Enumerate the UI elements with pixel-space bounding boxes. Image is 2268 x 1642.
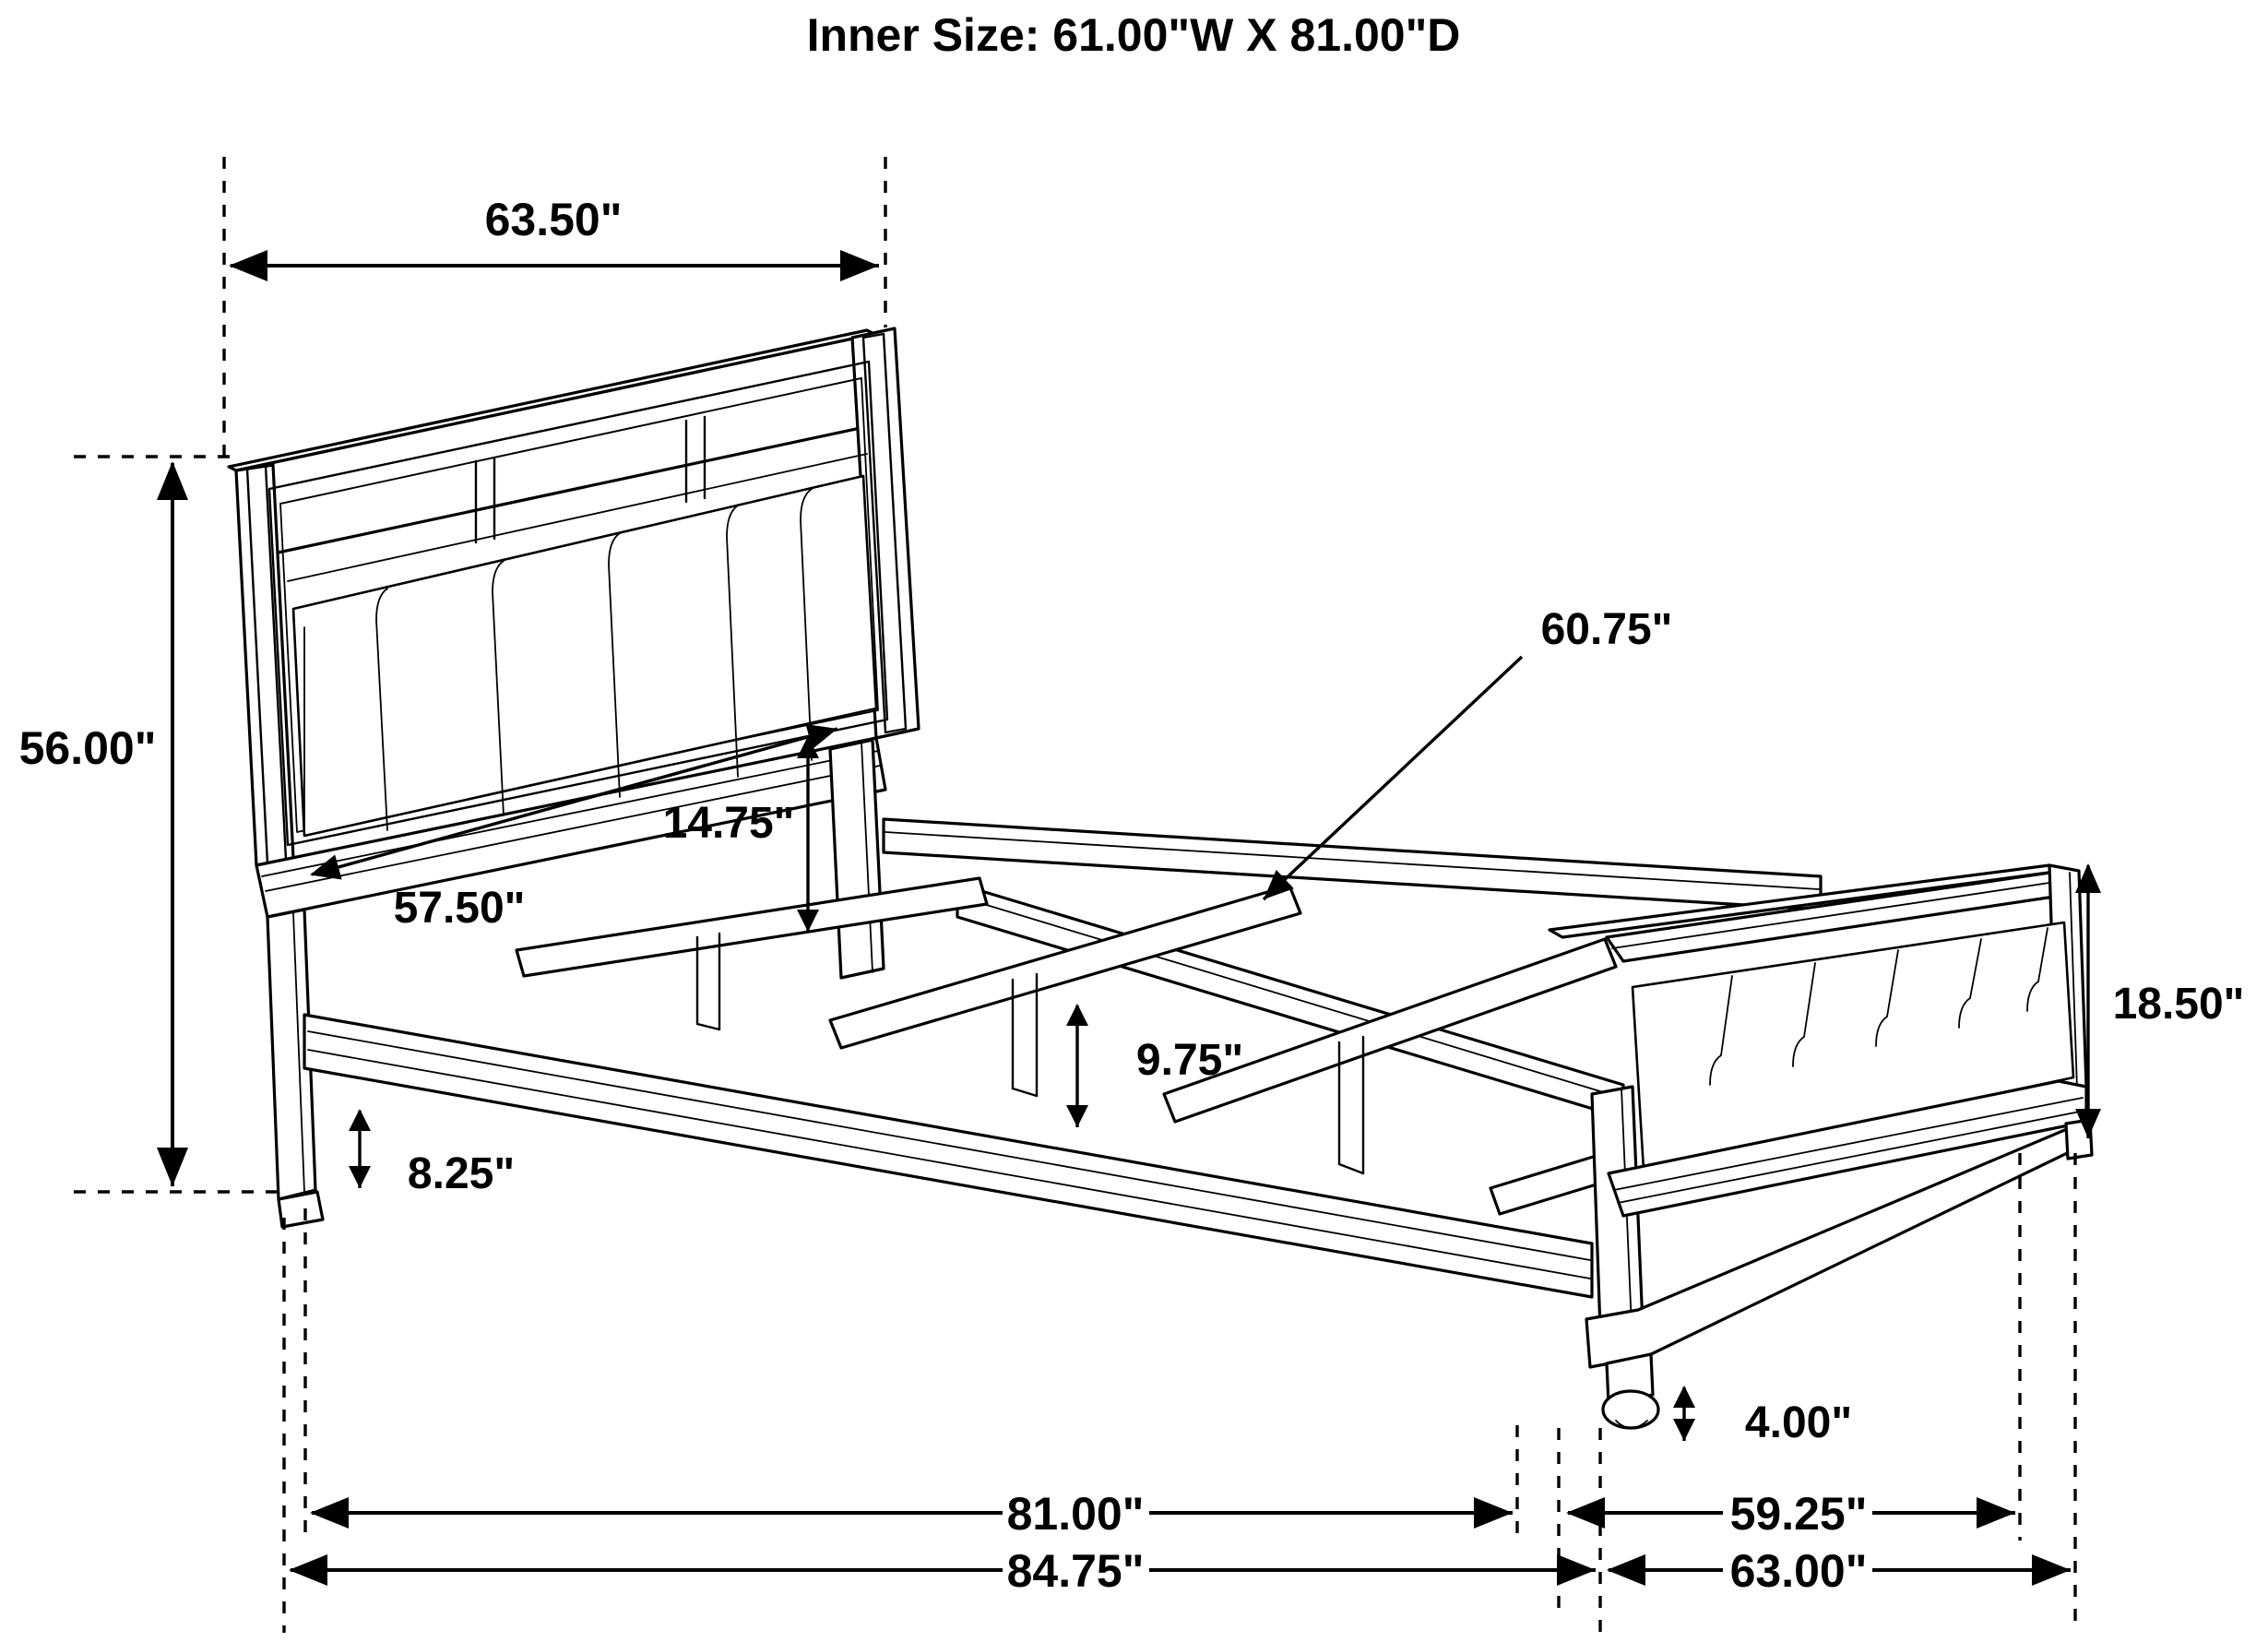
center-support-rail [956, 882, 1625, 1120]
near-side-rail-line-1 [307, 1030, 1591, 1261]
dimension-footboard-height: 18.50" [2075, 863, 2245, 1138]
far-side-rail [882, 817, 1823, 911]
foot-tuft-2 [1792, 962, 1816, 1067]
tuft-seam-4 [726, 505, 739, 778]
headboard-band-top [279, 377, 862, 505]
dim-label-top-width: 63.50" [485, 194, 623, 245]
slat-2-leg-foot [1011, 1087, 1039, 1098]
dim-label-footboard-width: 63.00" [1730, 1545, 1868, 1597]
dimension-panel-width: 57.50" [310, 724, 838, 933]
dimension-center-span: 60.75" [1262, 605, 1673, 901]
bottom-extension-lines [282, 1153, 2077, 1633]
dimension-slat-clearance: 9.75" [1066, 1004, 1243, 1127]
footboard-left-stile-line [1621, 1088, 1633, 1350]
tuft-seam-3 [608, 532, 621, 798]
far-side-rail-line [885, 831, 1820, 890]
side-rail-far [882, 817, 1823, 911]
dimension-rail-clearance: 8.25" [349, 1109, 515, 1198]
dim-label-footboard-panel-width: 59.25" [1730, 1488, 1868, 1540]
center-rail [956, 882, 1625, 1120]
dim-label-center-span: 60.75" [1541, 605, 1673, 654]
headboard-right-post-line [861, 741, 873, 973]
headboard-right-stile-inner [861, 332, 908, 734]
page-title: Inner Size: 61.00"W X 81.00"D [807, 9, 1461, 61]
bun-foot-bottom [1615, 1420, 1648, 1429]
foot-tuft-4 [1958, 938, 1982, 1029]
headboard-foot [277, 1190, 325, 1229]
bun-foot [1601, 1389, 1660, 1430]
headboard-band-bottom [287, 453, 868, 582]
headboard-right-post [828, 738, 885, 980]
side-rail-near [303, 1013, 1594, 1299]
dim-arrow-panel-width [310, 724, 838, 880]
leader-line-center-span [1262, 655, 1524, 901]
dim-label-inner-length: 81.00" [1007, 1488, 1145, 1540]
dimension-footboard-width: 63.00" [1607, 1545, 2071, 1597]
footboard-bottom-rail-line-2 [1617, 1110, 2085, 1204]
dim-label-headboard-height: 56.00" [19, 722, 157, 774]
dim-label-footboard-height: 18.50" [2113, 980, 2245, 1029]
footboard [1548, 863, 2094, 1430]
dim-label-panel-width: 57.50" [394, 884, 526, 933]
dimension-top-width: 63.50" [222, 157, 887, 457]
cross-slats [515, 876, 1634, 1216]
headboard-inner-frame [267, 360, 889, 847]
dimension-foot-height: 4.00" [1673, 1386, 1852, 1447]
dimension-inner-length: 81.00" [310, 1488, 1513, 1540]
bed-illustration [227, 327, 2094, 1430]
tuft-seam-2 [492, 560, 505, 816]
foot-tuft-3 [1875, 949, 1899, 1047]
tuft-seam-5 [800, 488, 813, 761]
footboard-upholstered-panel [1631, 921, 2075, 1172]
headboard-left-post-line [292, 912, 305, 1193]
dim-label-rail-clearance: 8.25" [408, 1149, 515, 1198]
near-side-rail-line-2 [307, 1049, 1591, 1279]
slat-2 [828, 884, 1302, 1050]
dim-label-panel-height: 14.75" [663, 799, 795, 848]
tuft-seam-1 [375, 588, 388, 831]
slat-3 [1162, 937, 1618, 1124]
slat-1-leg-foot [695, 1022, 721, 1031]
footboard-top-rail-line [1611, 879, 2069, 949]
near-side-rail [303, 1013, 1594, 1299]
dim-label-overall-length: 84.75" [1007, 1545, 1145, 1597]
dimension-overall-length: 84.75" [289, 1545, 1596, 1597]
dim-label-foot-height: 4.00" [1745, 1398, 1852, 1447]
slat-1 [515, 876, 989, 978]
center-rail-line [958, 896, 1622, 1099]
slat-3-leg-foot [1337, 1162, 1365, 1175]
dimension-panel-height: 14.75" [663, 736, 819, 932]
headboard-left-post [266, 908, 317, 1201]
footboard-bottom-rail-line-1 [1613, 1097, 2084, 1191]
foot-tuft-1 [1709, 975, 1733, 1086]
dim-label-slat-clearance: 9.75" [1136, 1036, 1243, 1085]
dimension-headboard-height: 56.00" [19, 455, 277, 1194]
foot-tuft-5 [2026, 927, 2048, 1012]
dimension-footboard-panel-width: 59.25" [1566, 1488, 2015, 1540]
